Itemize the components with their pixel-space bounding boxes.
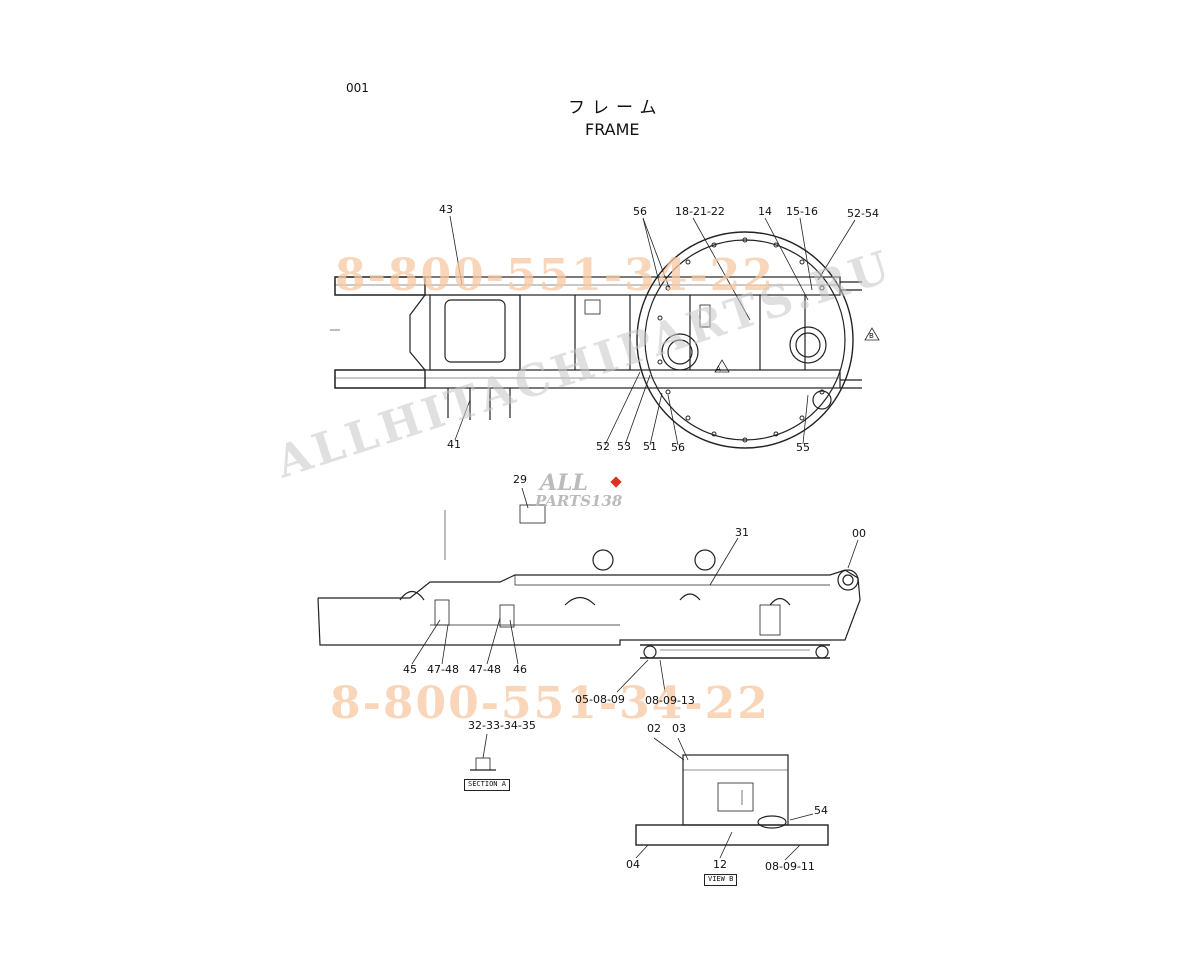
callout-47-48-b: 47-48	[469, 663, 501, 676]
top-view-leaders	[449, 215, 856, 446]
view-b-drawing	[635, 737, 829, 861]
callout-05-08-09: 05-08-09	[575, 693, 625, 706]
callout-00: 00	[852, 527, 866, 540]
callout-15-16: 15-16	[786, 205, 818, 218]
view-marker-a: A	[716, 365, 721, 373]
callout-46: 46	[513, 663, 527, 676]
callout-52: 52	[596, 440, 610, 453]
side-view-frame	[317, 504, 861, 659]
callout-56-bottom: 56	[671, 441, 685, 454]
callout-12: 12	[713, 858, 727, 871]
callout-14: 14	[758, 205, 772, 218]
callout-52-54: 52-54	[847, 207, 879, 220]
callout-29: 29	[513, 473, 527, 486]
callout-41: 41	[447, 438, 461, 451]
callout-18-21-22: 18-21-22	[675, 205, 725, 218]
side-view-leaders	[411, 487, 859, 693]
callout-08-09-13: 08-09-13	[645, 694, 695, 707]
section-a-tag: SECTION A	[464, 779, 510, 791]
diagram-title: FRAME	[585, 120, 640, 139]
callout-54-detail: 54	[814, 804, 828, 817]
callout-45: 45	[403, 663, 417, 676]
page-number: 001	[346, 81, 369, 95]
callout-47-48-a: 47-48	[427, 663, 459, 676]
view-marker-b: B	[869, 332, 874, 340]
callout-31: 31	[735, 526, 749, 539]
callout-43: 43	[439, 203, 453, 216]
callout-56-top: 56	[633, 205, 647, 218]
view-b-tag: VIEW B	[704, 874, 738, 886]
diagram-title-japanese: フレーム	[568, 98, 664, 118]
callout-03: 03	[672, 722, 686, 735]
callout-02: 02	[647, 722, 661, 735]
callout-04: 04	[626, 858, 640, 871]
callout-08-09-11: 08-09-11	[765, 860, 815, 873]
top-view-frame	[330, 231, 880, 449]
section-a-drawing	[470, 733, 496, 771]
callout-53: 53	[617, 440, 631, 453]
callout-55: 55	[796, 441, 810, 454]
callout-51: 51	[643, 440, 657, 453]
callout-32-33-34-35: 32-33-34-35	[468, 719, 536, 732]
